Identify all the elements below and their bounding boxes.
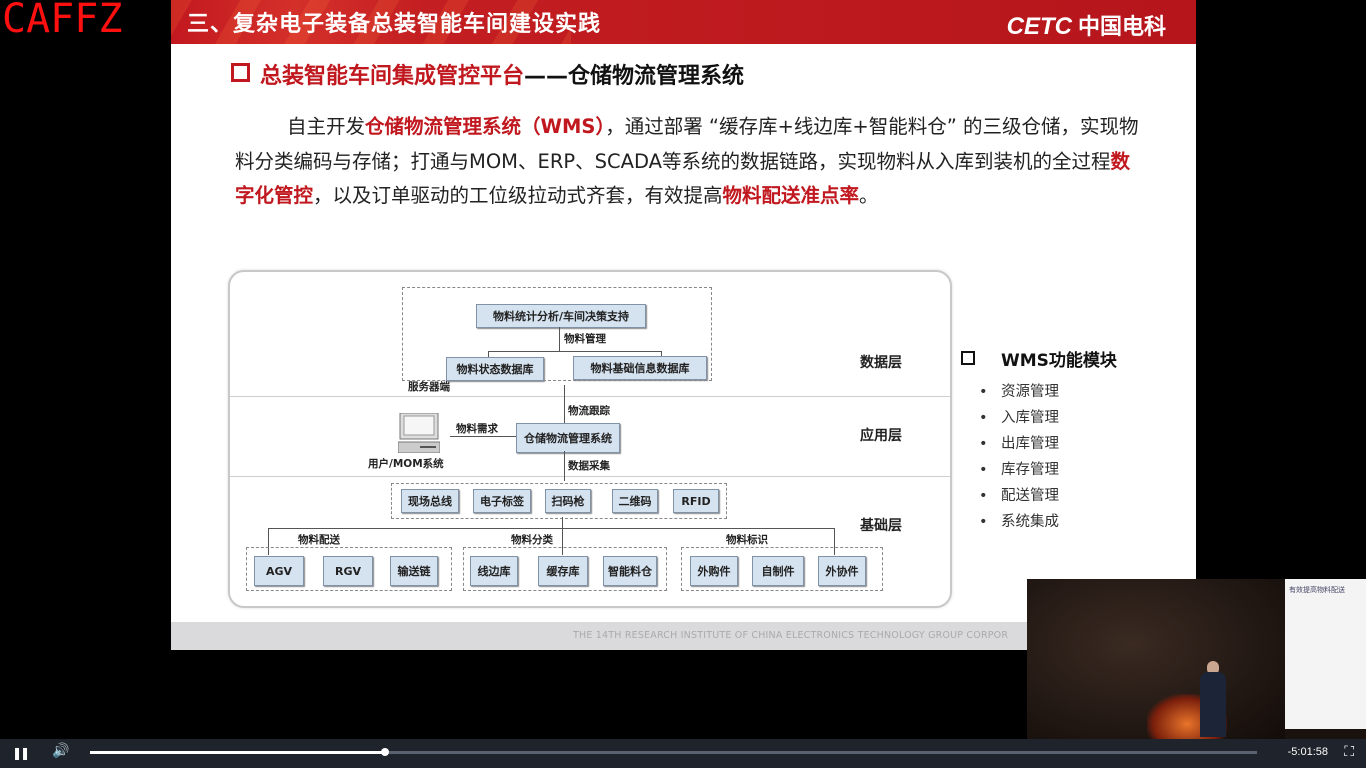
module-item: 入库管理 — [979, 405, 1117, 431]
group-item-box: 自制件 — [752, 556, 804, 586]
wms-modules-panel: WMS功能模块 资源管理 入库管理 出库管理 库存管理 配送管理 系统集成 — [961, 346, 1117, 535]
speaker-video-pip[interactable]: 有效提高物料配送 — [1027, 579, 1366, 741]
square-bullet-icon — [231, 63, 250, 82]
group-item-box: 缓存库 — [538, 556, 588, 586]
pause-button[interactable]: ❚❚ — [12, 746, 30, 760]
logo-cetc-text: CETC — [1006, 13, 1072, 40]
group-frame — [246, 547, 452, 591]
layer-label-application: 应用层 — [860, 428, 902, 444]
seek-bar[interactable] — [90, 748, 1257, 756]
group-frame — [463, 547, 667, 591]
wms-modules-title: WMS功能模块 — [1001, 351, 1117, 371]
square-bullet-icon — [961, 351, 975, 365]
subtitle-dark: ——仓储物流管理系统 — [524, 64, 745, 89]
header-decoration — [171, 0, 571, 44]
group-item-box: 输送链 — [390, 556, 438, 586]
box-wms: 仓储物流管理系统 — [516, 423, 620, 453]
fullscreen-exit-button[interactable]: ⛶ — [1344, 744, 1354, 760]
box-decision-support: 物料统计分析/车间决策支持 — [476, 304, 646, 328]
label-logistics-tracking: 物流跟踪 — [568, 405, 610, 417]
para-highlight: 仓储物流管理系统（WMS） — [365, 115, 606, 138]
layer-label-base: 基础层 — [860, 518, 902, 534]
device-box: RFID — [673, 489, 719, 513]
slide-title: 三、复杂电子装备总装智能车间建设实践 — [187, 12, 602, 37]
server-group-frame — [402, 287, 712, 381]
device-box: 现场总线 — [401, 489, 459, 513]
group-item-box: 智能料仓 — [603, 556, 657, 586]
box-status-db: 物料状态数据库 — [446, 357, 544, 381]
para-highlight: 物料配送准点率 — [722, 184, 860, 207]
label-material-mgmt: 物料管理 — [564, 333, 606, 345]
label-server-side: 服务器端 — [408, 381, 450, 393]
group-item-box: 线边库 — [470, 556, 518, 586]
module-item: 系统集成 — [979, 509, 1117, 535]
watermark-text: CAFFZ — [2, 0, 123, 42]
para-text: ，通过部署 “缓存库+线边库+智能料仓” 的三级仓储，实现物料分类编码与存储；打… — [235, 115, 1139, 173]
projection-screen: 有效提高物料配送 — [1285, 579, 1366, 729]
device-box: 二维码 — [612, 489, 658, 513]
label-material-demand: 物料需求 — [456, 423, 498, 435]
group-frame — [681, 547, 883, 591]
slide-footer — [171, 622, 1196, 650]
module-item: 资源管理 — [979, 379, 1117, 405]
para-text: ，以及订单驱动的工位级拉动式齐套，有效提高 — [313, 184, 723, 207]
collection-devices-frame — [391, 483, 727, 519]
seek-bar-played — [90, 751, 386, 754]
label-user-mom: 用户/MOM系统 — [368, 458, 444, 470]
label-data-collection: 数据采集 — [568, 460, 610, 472]
speaker-figure — [1200, 672, 1226, 737]
layer-label-data: 数据层 — [860, 355, 902, 371]
wms-architecture-diagram: 数据层 应用层 基础层 物料统计分析/车间决策支持 物料管理 物料状态数据库 物… — [228, 270, 952, 608]
time-remaining: -5:01:58 — [1287, 746, 1328, 758]
screen-title: 有效提高物料配送 — [1289, 586, 1345, 594]
module-item: 出库管理 — [979, 431, 1117, 457]
subtitle-red: 总装智能车间集成管控平台 — [260, 64, 525, 89]
logo-cn-text: 中国电科 — [1077, 15, 1166, 40]
device-box: 电子标签 — [473, 489, 531, 513]
group-label: 物料标识 — [726, 534, 768, 546]
para-text: 。 — [859, 184, 879, 207]
computer-icon — [397, 412, 441, 454]
description-paragraph: 自主开发仓储物流管理系统（WMS），通过部署 “缓存库+线边库+智能料仓” 的三… — [235, 110, 1145, 214]
slide-subtitle: 总装智能车间集成管控平台——仓储物流管理系统 — [231, 58, 744, 90]
speaker-head — [1207, 661, 1219, 675]
group-item-box: 外协件 — [818, 556, 866, 586]
group-label: 物料配送 — [298, 534, 340, 546]
module-item: 库存管理 — [979, 457, 1117, 483]
group-item-box: RGV — [323, 556, 373, 586]
para-highlight: 数字化管控 — [235, 149, 1130, 208]
box-basic-info-db: 物料基础信息数据库 — [573, 356, 707, 380]
group-item-box: AGV — [254, 556, 304, 586]
volume-icon[interactable]: 🔊 — [52, 743, 70, 759]
group-item-box: 外购件 — [690, 556, 738, 586]
layer-divider — [230, 476, 950, 477]
footer-text: THE 14TH RESEARCH INSTITUTE OF CHINA ELE… — [573, 630, 1009, 641]
seek-bar-handle[interactable] — [381, 748, 390, 756]
layer-divider — [230, 396, 950, 397]
group-label: 物料分类 — [511, 534, 553, 546]
para-text: 自主开发 — [287, 115, 366, 138]
device-box: 扫码枪 — [545, 489, 591, 513]
module-item: 配送管理 — [979, 483, 1117, 509]
